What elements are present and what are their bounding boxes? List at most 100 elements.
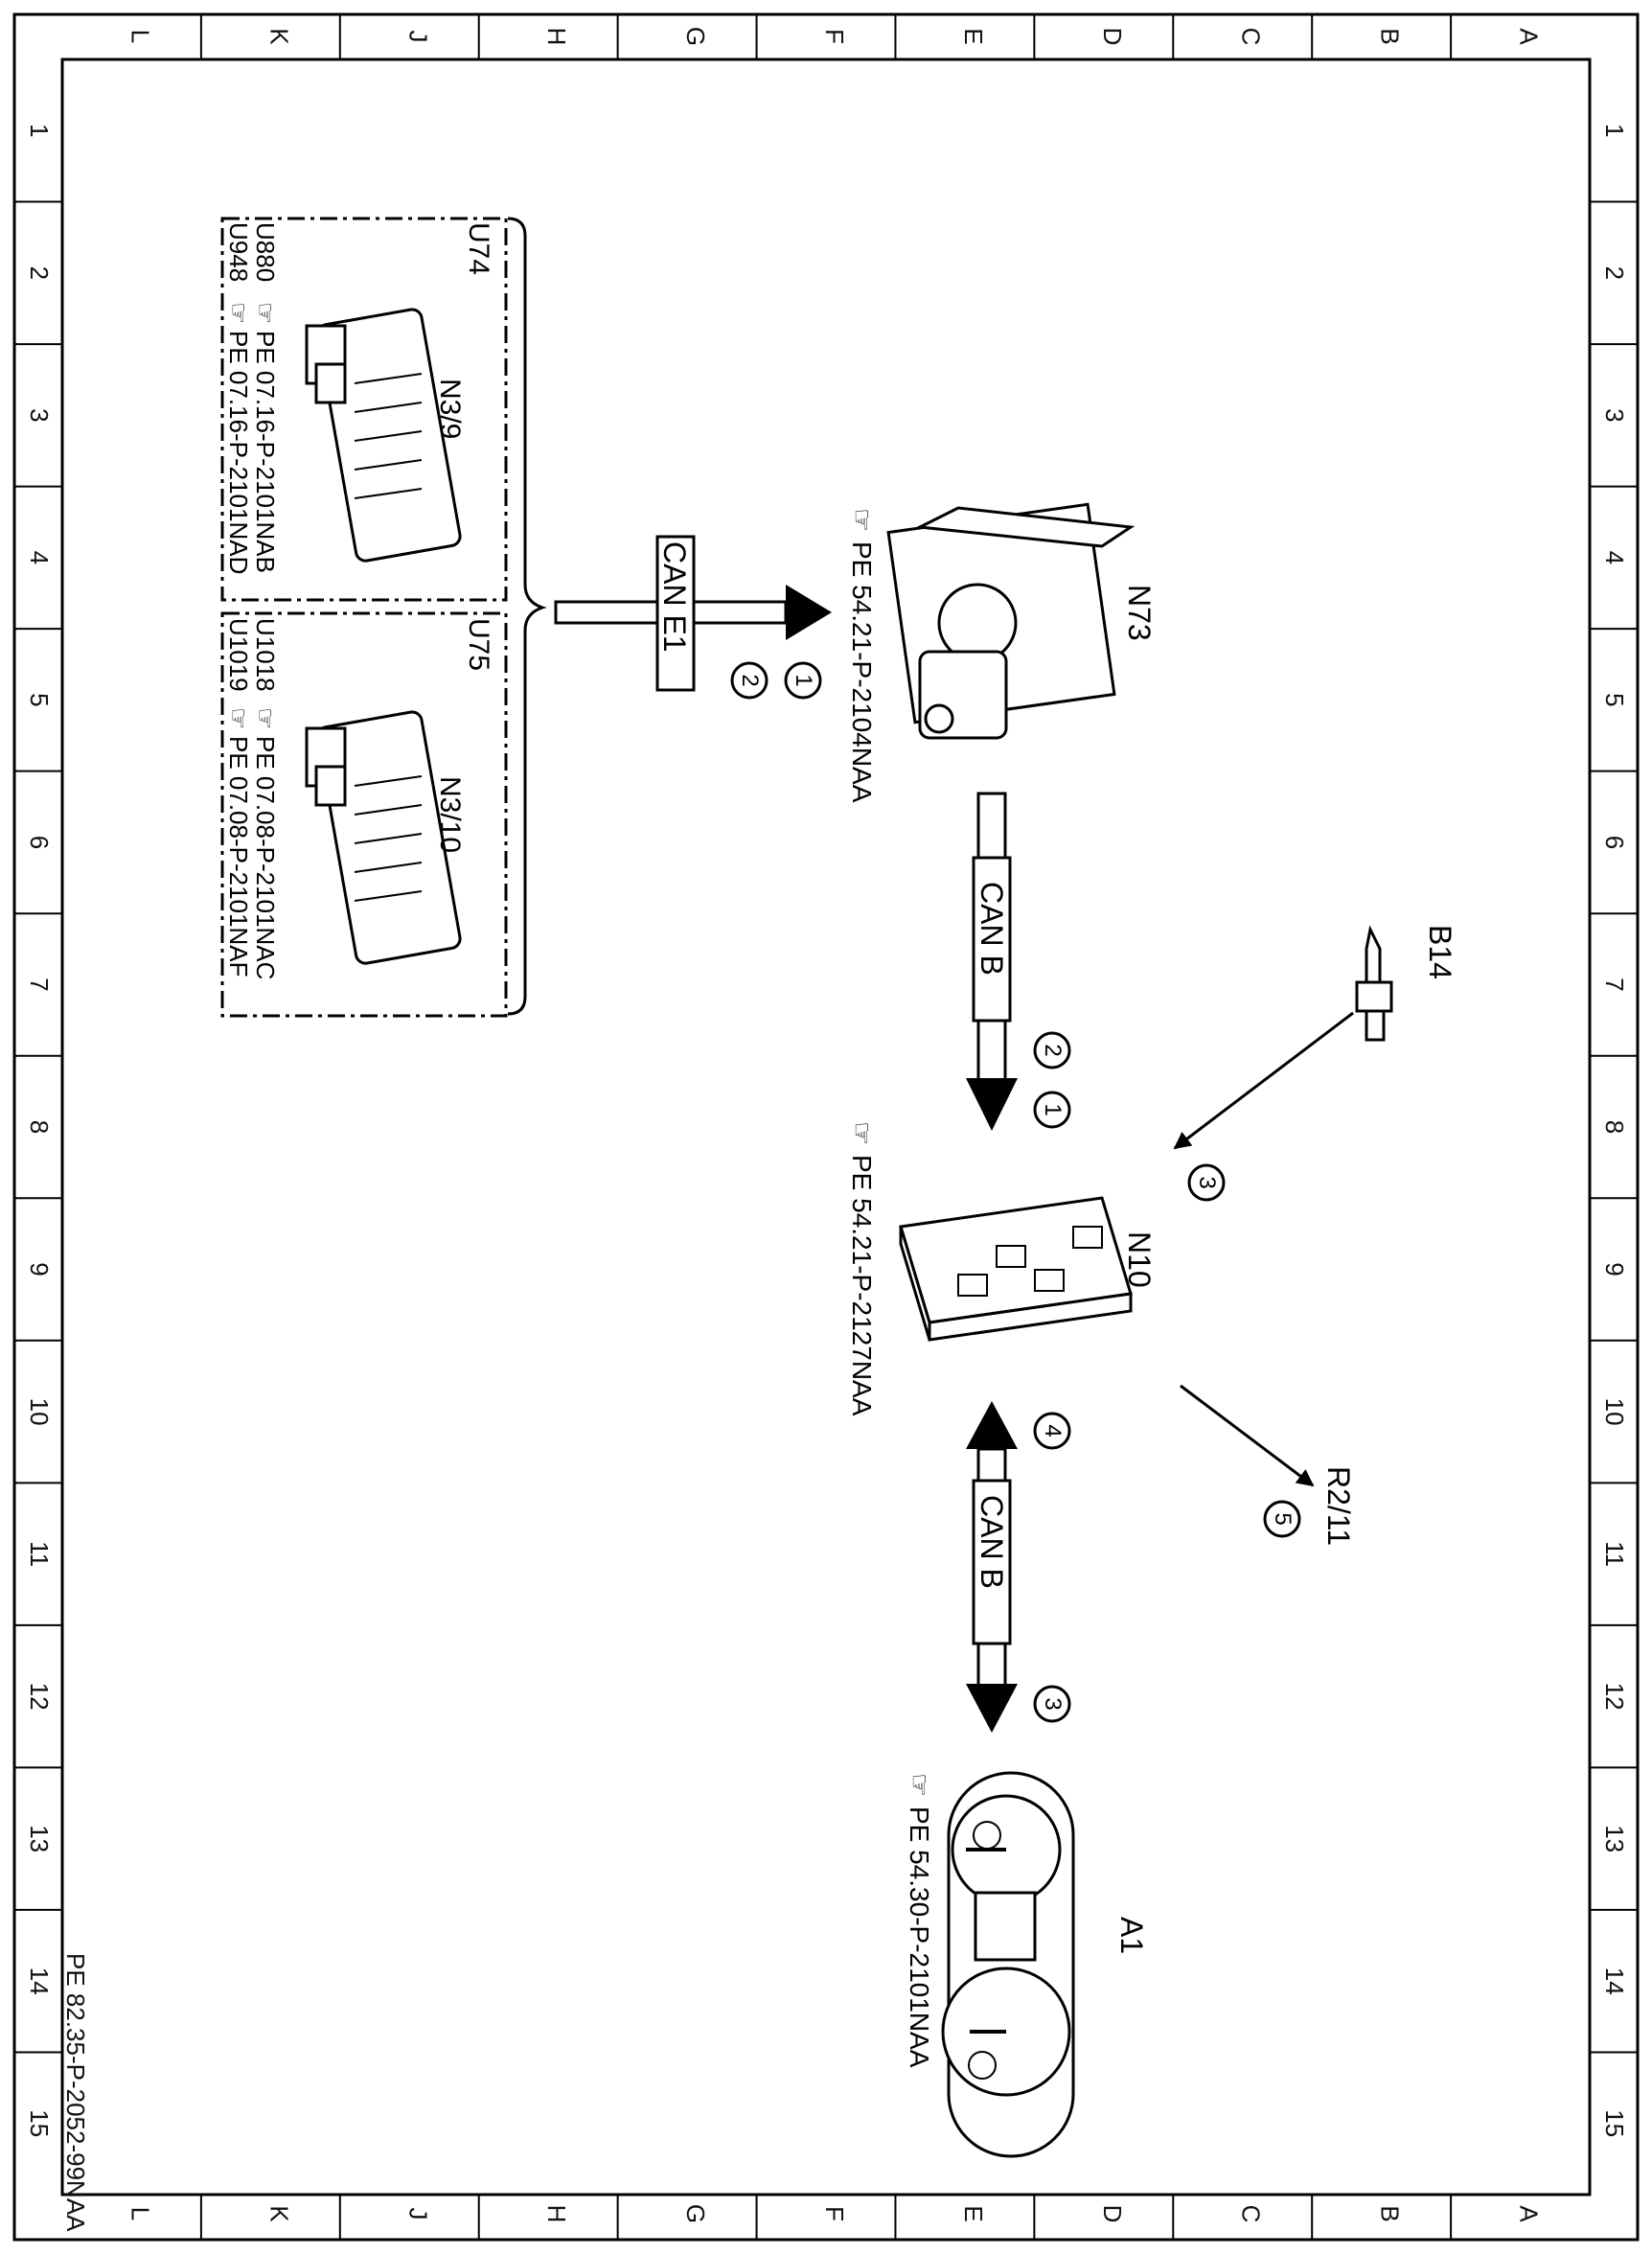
pointer-icon: ☞ bbox=[224, 302, 253, 324]
column-label-top: K bbox=[264, 28, 293, 45]
row-label-left: 12 bbox=[25, 1683, 54, 1711]
row-label-left: 5 bbox=[25, 693, 54, 706]
column-label-top: H bbox=[542, 28, 571, 46]
u948-doc: PE 07.16-P-2101NAD bbox=[224, 331, 253, 574]
row-label-left: 7 bbox=[25, 978, 54, 991]
row-label-right: 10 bbox=[1600, 1398, 1629, 1426]
u75-code: U75 bbox=[463, 618, 494, 671]
column-label-top: B bbox=[1376, 28, 1405, 44]
u1019-doc: PE 07.08-P-2101NAF bbox=[224, 736, 253, 977]
row-label-right: 13 bbox=[1600, 1825, 1629, 1852]
u1019-code: U1019 bbox=[224, 618, 253, 692]
can-e1-label: CAN E1 bbox=[657, 541, 692, 653]
n10-doc: PE 54.21-P-2127NAA bbox=[847, 1155, 877, 1416]
step-2: 2 bbox=[737, 674, 763, 686]
row-label-right: 12 bbox=[1600, 1683, 1629, 1711]
row-label-left: 10 bbox=[25, 1398, 54, 1426]
row-label-right: 2 bbox=[1600, 266, 1629, 280]
row-label-left: 11 bbox=[25, 1541, 54, 1567]
row-label-right: 4 bbox=[1600, 551, 1629, 564]
pointer-icon: ☞ bbox=[847, 508, 877, 532]
column-label-bottom: H bbox=[542, 2205, 571, 2223]
column-label-top: L bbox=[126, 30, 154, 43]
pointer-icon: ☞ bbox=[847, 1121, 877, 1145]
ecu-group: U74 N3/9 U880 ☞ PE 07.16-P-2101NAB U948 … bbox=[220, 217, 547, 1018]
row-label-right: 5 bbox=[1600, 693, 1629, 706]
step-1b: 1 bbox=[1040, 1103, 1066, 1116]
n10-label: N10 bbox=[1122, 1231, 1157, 1288]
n73-doc: PE 54.21-P-2104NAA bbox=[847, 541, 877, 803]
a1-doc: PE 54.30-P-2101NAA bbox=[905, 1806, 934, 2068]
row-label-right: 14 bbox=[1600, 1967, 1629, 1995]
row-label-right: 15 bbox=[1600, 2109, 1629, 2137]
row-label-left: 4 bbox=[25, 551, 54, 564]
row-label-left: 14 bbox=[25, 1967, 54, 1995]
column-label-top: E bbox=[959, 28, 988, 44]
b14-label: B14 bbox=[1423, 925, 1457, 979]
u948-code: U948 bbox=[224, 222, 253, 282]
can-b-connection-1: CAN B 2 1 bbox=[966, 792, 1071, 1131]
ecu-n3-10-illustration bbox=[305, 710, 462, 965]
column-label-bottom: G bbox=[681, 2204, 710, 2223]
u880-doc: PE 07.16-P-2101NAB bbox=[251, 331, 280, 573]
column-label-bottom: L bbox=[126, 2207, 154, 2220]
row-label-right: 3 bbox=[1600, 408, 1629, 422]
column-label-bottom: A bbox=[1515, 2205, 1544, 2222]
a1-instrument-cluster: A1 ☞ PE 54.30-P-2101NAA bbox=[905, 1771, 1149, 2158]
step-2b: 2 bbox=[1040, 1044, 1066, 1056]
row-label-right: 8 bbox=[1600, 1120, 1629, 1134]
b14-sensor: B14 3 bbox=[1173, 925, 1457, 1202]
pointer-icon: ☞ bbox=[905, 1773, 934, 1797]
row-label-right: 11 bbox=[1600, 1541, 1629, 1567]
row-label-right: 6 bbox=[1600, 836, 1629, 849]
column-label-top: F bbox=[820, 29, 849, 44]
document-id: PE 82.35-P-2052-99NAA bbox=[61, 1953, 90, 2232]
pointer-icon: ☞ bbox=[251, 302, 280, 324]
column-label-top: J bbox=[403, 31, 432, 43]
u880-code: U880 bbox=[251, 222, 280, 282]
row-label-left: 15 bbox=[25, 2109, 54, 2137]
n73-label: N73 bbox=[1122, 585, 1157, 641]
column-label-bottom: D bbox=[1098, 2205, 1127, 2223]
column-label-top: A bbox=[1515, 28, 1544, 45]
can-e1-connection: CAN E1 1 2 bbox=[554, 535, 832, 700]
column-label-bottom: B bbox=[1376, 2205, 1405, 2221]
u74-code: U74 bbox=[463, 222, 494, 275]
column-label-top: G bbox=[681, 27, 710, 46]
n73-ignition-switch: N73 ☞ PE 54.21-P-2104NAA bbox=[847, 502, 1157, 803]
column-label-bottom: K bbox=[264, 2205, 293, 2222]
u1018-doc: PE 07.08-P-2101NAC bbox=[251, 736, 280, 979]
row-label-left: 8 bbox=[25, 1120, 54, 1134]
step-4: 4 bbox=[1040, 1424, 1066, 1437]
step-3: 3 bbox=[1194, 1176, 1220, 1188]
r2-11-label: R2/11 bbox=[1321, 1466, 1356, 1546]
row-label-left: 1 bbox=[25, 124, 54, 137]
can-b-label: CAN B bbox=[975, 882, 1009, 976]
pointer-icon: ☞ bbox=[224, 707, 253, 729]
column-label-bottom: F bbox=[820, 2206, 849, 2221]
ecu-n3-9-illustration bbox=[305, 308, 462, 563]
column-label-bottom: C bbox=[1237, 2205, 1266, 2223]
step-1: 1 bbox=[791, 674, 816, 686]
row-label-left: 6 bbox=[25, 836, 54, 849]
row-label-left: 9 bbox=[25, 1262, 54, 1276]
row-label-right: 9 bbox=[1600, 1262, 1629, 1276]
n10-control-unit: N10 ☞ PE 54.21-P-2127NAA bbox=[847, 1121, 1157, 1416]
row-label-left: 2 bbox=[25, 266, 54, 280]
column-label-top: D bbox=[1098, 28, 1127, 46]
pointer-icon: ☞ bbox=[251, 707, 280, 729]
row-label-left: 3 bbox=[25, 408, 54, 422]
a1-label: A1 bbox=[1114, 1917, 1149, 1954]
column-label-top: C bbox=[1237, 28, 1266, 46]
column-label-bottom: E bbox=[959, 2205, 988, 2221]
n3-9-label: N3/9 bbox=[434, 379, 466, 439]
r2-11-heater: R2/11 5 bbox=[1180, 1384, 1356, 1546]
u1018-code: U1018 bbox=[251, 618, 280, 692]
row-label-left: 13 bbox=[25, 1825, 54, 1852]
n3-10-label: N3/10 bbox=[434, 776, 466, 853]
row-label-right: 7 bbox=[1600, 978, 1629, 991]
step-5: 5 bbox=[1270, 1512, 1296, 1525]
can-b-connection-2: CAN B 4 3 bbox=[966, 1401, 1071, 1733]
